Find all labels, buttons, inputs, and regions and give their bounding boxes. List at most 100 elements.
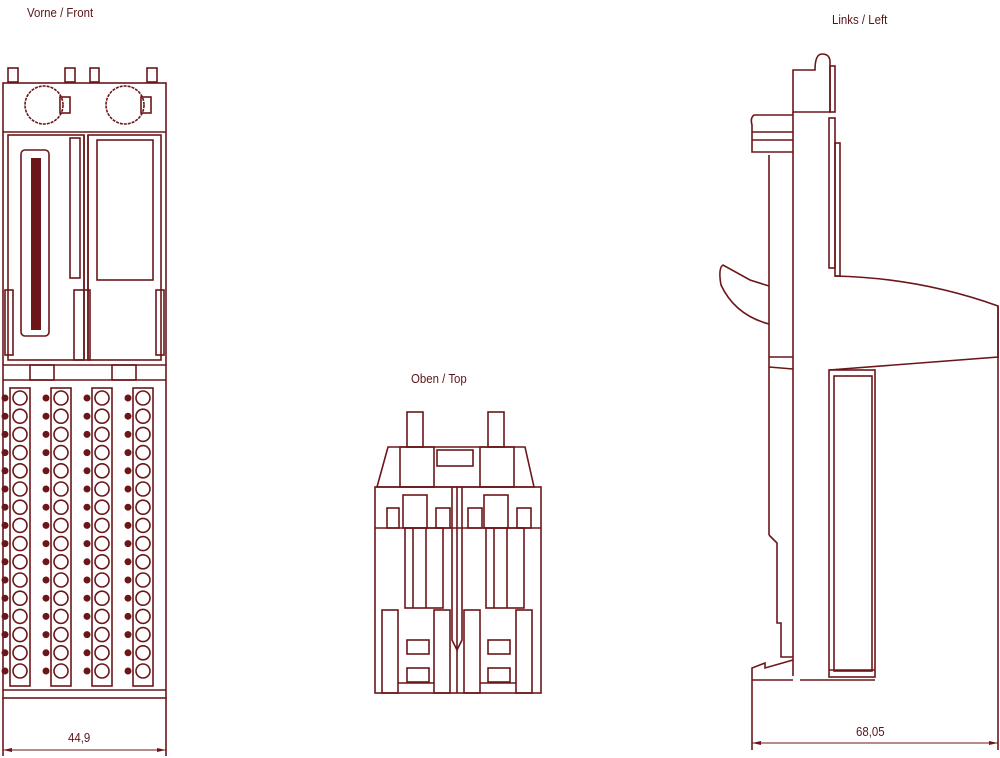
terminal-column — [9, 387, 31, 687]
front-slot-left — [7, 134, 85, 361]
top-view-title: Oben / Top — [411, 371, 467, 386]
connector-pins — [31, 158, 41, 330]
terminal-blocks — [1, 387, 154, 687]
terminal-spring — [53, 390, 69, 406]
terminal-spring — [12, 553, 28, 570]
terminal-release — [42, 540, 50, 548]
terminal-release — [83, 467, 91, 475]
terminal-spring — [53, 462, 69, 479]
terminal-release — [124, 558, 132, 566]
terminal-spring — [53, 499, 69, 516]
terminal-release — [83, 394, 91, 402]
terminal-spring — [53, 663, 69, 679]
terminal-spring — [94, 408, 110, 425]
terminal-release — [1, 540, 9, 548]
terminal-release — [124, 540, 132, 548]
terminal-spring — [135, 590, 151, 607]
front-dimension-label: 44,9 — [68, 730, 91, 745]
terminal-column — [91, 387, 113, 687]
terminal-spring — [94, 663, 110, 679]
terminal-release — [124, 449, 132, 457]
terminal-spring — [53, 608, 69, 625]
terminal-release — [1, 631, 9, 639]
terminal-spring — [135, 663, 151, 679]
terminal-release — [83, 503, 91, 511]
terminal-release — [1, 503, 9, 511]
terminal-release — [42, 467, 50, 475]
front-knob-right — [105, 85, 145, 125]
terminal-release — [42, 503, 50, 511]
terminal-release — [124, 667, 132, 675]
left-housing-curve — [828, 275, 999, 371]
terminal-release — [1, 467, 9, 475]
terminal-spring — [135, 535, 151, 552]
terminal-spring — [12, 481, 28, 497]
terminal-spring — [135, 444, 151, 461]
terminal-release — [124, 649, 132, 657]
terminal-spring — [94, 426, 110, 443]
terminal-release — [42, 667, 50, 675]
terminal-release — [83, 558, 91, 566]
terminal-release — [124, 467, 132, 475]
front-top-tabs — [7, 67, 158, 83]
terminal-spring — [94, 517, 110, 534]
terminal-column — [132, 387, 154, 687]
terminal-release — [124, 594, 132, 602]
front-slot-right — [87, 134, 162, 361]
terminal-release — [42, 631, 50, 639]
terminal-spring — [53, 426, 69, 443]
terminal-release — [1, 576, 9, 584]
terminal-release — [1, 558, 9, 566]
terminal-spring — [135, 644, 151, 661]
terminal-release — [83, 667, 91, 675]
terminal-spring — [12, 590, 28, 607]
terminal-spring — [53, 553, 69, 570]
terminal-spring — [94, 608, 110, 625]
terminal-release — [83, 649, 91, 657]
terminal-release — [83, 412, 91, 420]
terminal-release — [83, 540, 91, 548]
front-knob-left — [24, 85, 64, 125]
left-lever — [719, 264, 770, 325]
front-view-title: Vorne / Front — [27, 5, 94, 20]
terminal-spring — [94, 590, 110, 607]
terminal-spring — [94, 499, 110, 516]
terminal-release — [42, 394, 50, 402]
front-view — [1, 67, 167, 756]
terminal-release — [124, 576, 132, 584]
terminal-spring — [53, 408, 69, 425]
terminal-release — [42, 485, 50, 493]
terminal-spring — [12, 426, 28, 443]
terminal-spring — [53, 644, 69, 661]
connector-frame — [20, 149, 50, 337]
terminal-release — [1, 521, 9, 529]
terminal-release — [124, 394, 132, 402]
terminal-release — [83, 521, 91, 529]
terminal-release — [83, 631, 91, 639]
terminal-release — [42, 412, 50, 420]
terminal-release — [83, 449, 91, 457]
terminal-release — [1, 430, 9, 438]
terminal-spring — [135, 626, 151, 643]
terminal-spring — [94, 444, 110, 461]
terminal-spring — [53, 590, 69, 607]
terminal-spring — [12, 462, 28, 479]
terminal-spring — [12, 535, 28, 552]
terminal-spring — [135, 499, 151, 516]
terminal-spring — [12, 663, 28, 679]
terminal-spring — [53, 444, 69, 461]
terminal-spring — [12, 444, 28, 461]
terminal-spring — [135, 462, 151, 479]
terminal-release — [42, 649, 50, 657]
terminal-spring — [135, 408, 151, 425]
terminal-spring — [53, 517, 69, 534]
terminal-spring — [94, 535, 110, 552]
terminal-spring — [12, 499, 28, 516]
terminal-spring — [135, 553, 151, 570]
terminal-release — [42, 558, 50, 566]
left-top-cap — [792, 53, 831, 113]
terminal-release — [42, 612, 50, 620]
terminal-release — [42, 430, 50, 438]
terminal-spring — [135, 572, 151, 588]
